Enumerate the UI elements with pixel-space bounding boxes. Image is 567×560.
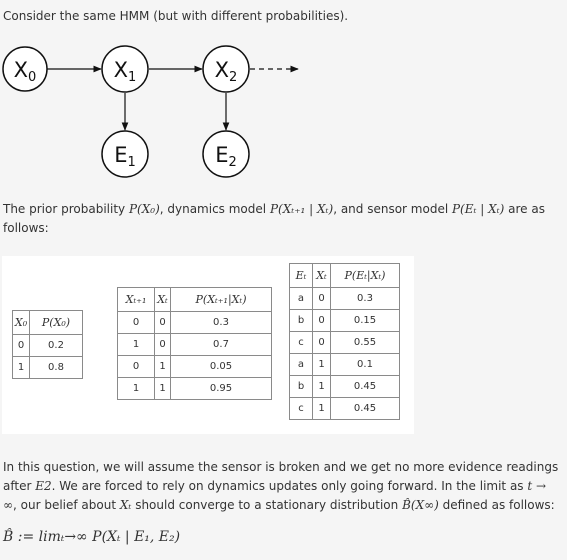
math-xt: Xₜ bbox=[119, 498, 132, 512]
hmm-diagram: X0 X1 X2 E1 E2 bbox=[2, 45, 299, 178]
table-cell: a bbox=[289, 287, 313, 310]
table-cell: 0 bbox=[312, 287, 331, 310]
math-prior: P(X₀) bbox=[128, 202, 160, 216]
table-cell: 0.15 bbox=[330, 309, 400, 332]
table-cell: 0 bbox=[117, 355, 155, 378]
table-cell: c bbox=[289, 397, 313, 420]
math-e2: E2 bbox=[35, 479, 52, 493]
table-cell: 1 bbox=[154, 355, 171, 378]
column-header: Xₜ₊₁ bbox=[117, 287, 155, 312]
svg-text:X1: X1 bbox=[114, 58, 137, 85]
column-header: Eₜ bbox=[289, 263, 313, 288]
table-cell: c bbox=[289, 331, 313, 354]
node-e2: E2 bbox=[202, 130, 250, 178]
table-cell: 0.95 bbox=[170, 377, 272, 400]
svg-text:X2: X2 bbox=[215, 58, 238, 85]
table-cell: 0.55 bbox=[330, 331, 400, 354]
models-description: The prior probability P(X₀), dynamics mo… bbox=[3, 202, 545, 235]
table-cell: 0 bbox=[312, 331, 331, 354]
column-header: P(X₀) bbox=[29, 310, 83, 335]
svg-text:X0: X0 bbox=[14, 58, 37, 85]
table-cell: 0 bbox=[312, 309, 331, 332]
table-cell: 0.1 bbox=[330, 353, 400, 376]
table-cell: 0.45 bbox=[330, 397, 400, 420]
table-cell: 0 bbox=[154, 311, 171, 334]
node-x0: X0 bbox=[2, 46, 48, 92]
table-cell: 0.7 bbox=[170, 333, 272, 356]
node-e1: E1 bbox=[101, 130, 149, 178]
table-cell: 0.2 bbox=[29, 334, 83, 357]
table-cell: b bbox=[289, 309, 313, 332]
column-header: Xₜ bbox=[312, 263, 331, 288]
intro-text: Consider the same HMM (but with differen… bbox=[3, 9, 349, 23]
stationary-description: In this question, we will assume the sen… bbox=[3, 460, 559, 512]
math-sensor: P(Eₜ | Xₜ) bbox=[451, 202, 505, 216]
table-cell: 0 bbox=[154, 333, 171, 356]
node-x1: X1 bbox=[101, 45, 149, 93]
table-cell: 0 bbox=[117, 311, 155, 334]
table-cell: 0.3 bbox=[170, 311, 272, 334]
math-dynamics: P(Xₜ₊₁ | Xₜ) bbox=[269, 202, 334, 216]
table-cell: 0.05 bbox=[170, 355, 272, 378]
node-x2: X2 bbox=[202, 45, 250, 93]
table-cell: b bbox=[289, 375, 313, 398]
column-header: X₀ bbox=[12, 310, 30, 335]
table-cell: 1 bbox=[117, 333, 155, 356]
table-cell: 0.45 bbox=[330, 375, 400, 398]
table-cell: 1 bbox=[312, 397, 331, 420]
table-cell: 0.8 bbox=[29, 356, 83, 379]
stationary-formula: B̂ := limₜ→∞ P(Xₜ | E₁, E₂) bbox=[3, 529, 181, 545]
math-bhat: B̂(X∞) bbox=[402, 498, 439, 512]
table-cell: 1 bbox=[12, 356, 30, 379]
math-limit: t → ∞ bbox=[3, 479, 547, 512]
column-header: Xₜ bbox=[154, 287, 171, 312]
svg-text:E2: E2 bbox=[215, 143, 237, 170]
svg-text:E1: E1 bbox=[114, 143, 136, 170]
table-cell: 0 bbox=[12, 334, 30, 357]
column-header: P(Xₜ₊₁|Xₜ) bbox=[170, 287, 272, 312]
table-cell: a bbox=[289, 353, 313, 376]
table-cell: 1 bbox=[154, 377, 171, 400]
table-cell: 1 bbox=[312, 375, 331, 398]
table-cell: 1 bbox=[117, 377, 155, 400]
column-header: P(Eₜ|Xₜ) bbox=[330, 263, 400, 288]
table-cell: 0.3 bbox=[330, 287, 400, 310]
table-cell: 1 bbox=[312, 353, 331, 376]
